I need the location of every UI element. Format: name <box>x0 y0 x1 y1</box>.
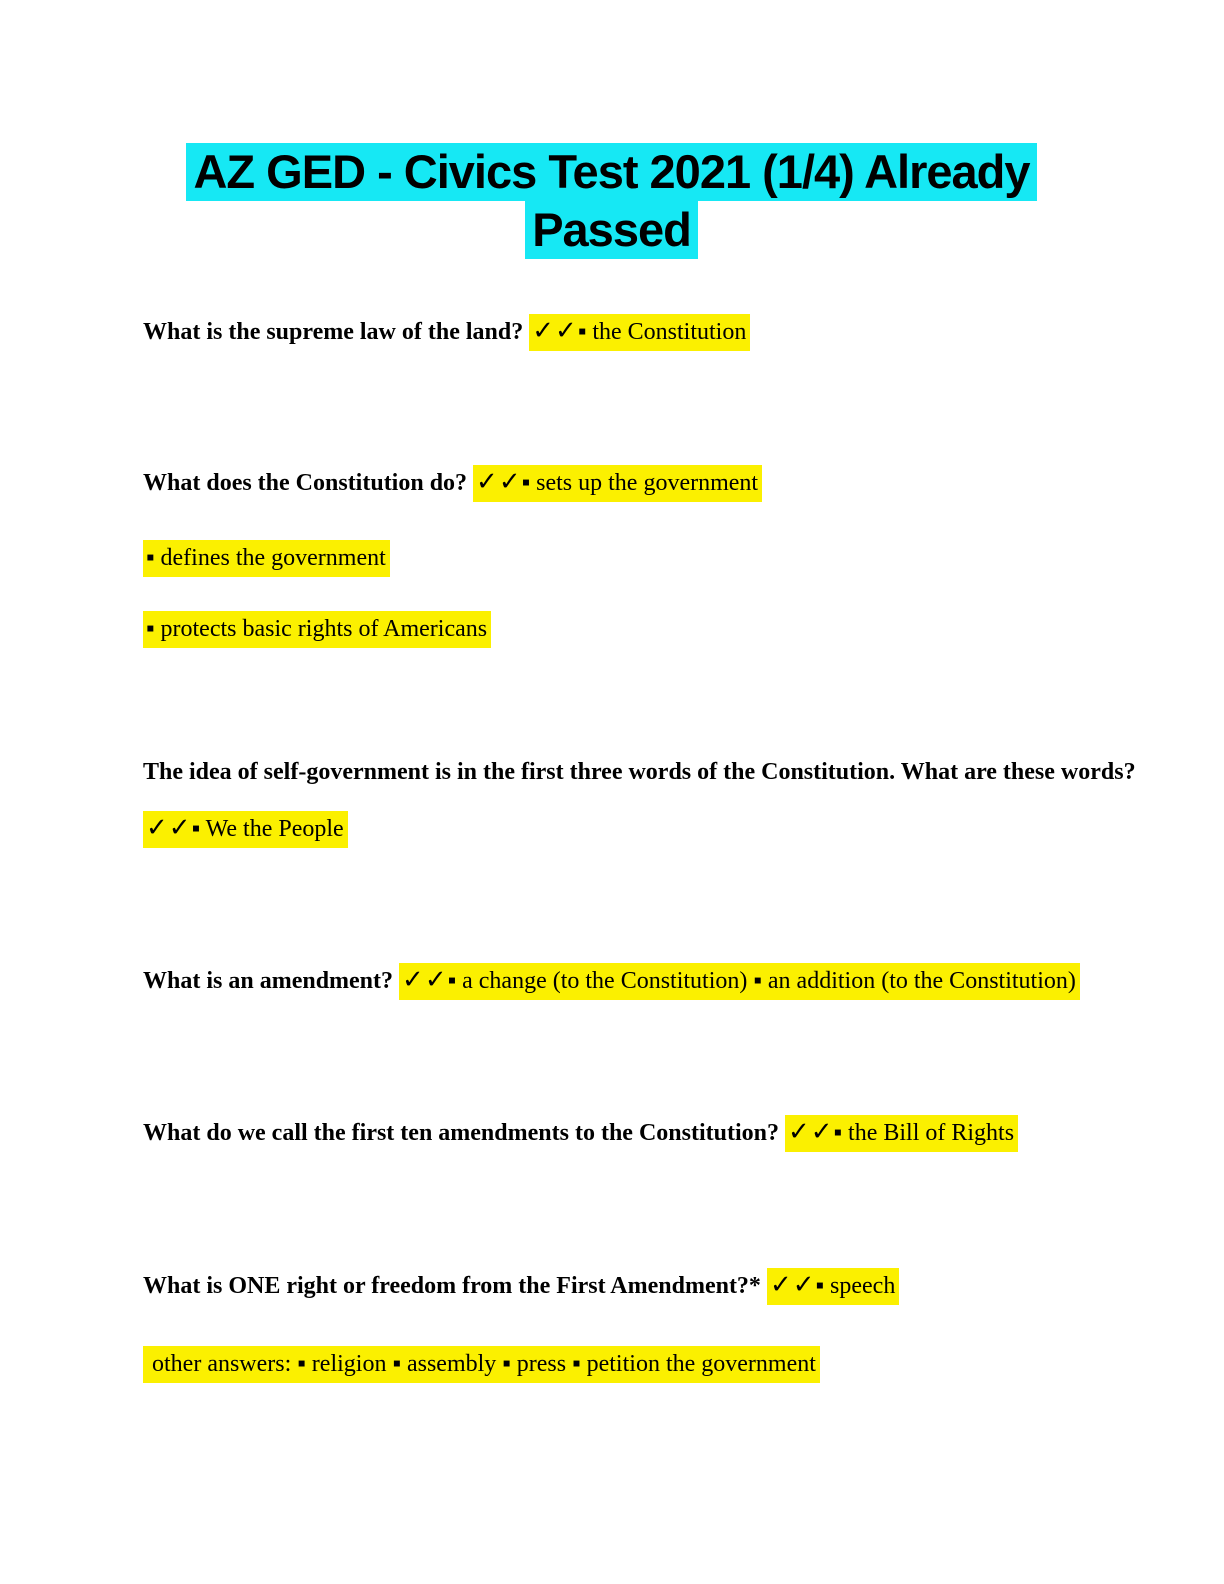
answer-text: other answers: ▪ religion ▪ assembly ▪ p… <box>146 1351 816 1377</box>
answer-extra-line: other answers: ▪ religion ▪ assembly ▪ p… <box>143 1344 1080 1384</box>
title-line-1: AZ GED - Civics Test 2021 (1/4) Already <box>186 143 1037 201</box>
question-text: The idea of self-government is in the fi… <box>143 759 1136 785</box>
answer-text: ▪ We the People <box>191 816 344 842</box>
answer-highlight: ✓✓▪ sets up the government <box>473 465 763 502</box>
answer-text: ▪ protects basic rights of Americans <box>146 616 488 642</box>
answer-highlight: ✓✓▪ We the People <box>143 811 348 848</box>
question-text: What is ONE right or freedom from the Fi… <box>143 1273 767 1299</box>
answer-text: ▪ sets up the government <box>521 470 759 496</box>
answer-text: ▪ a change (to the Constitution) ▪ an ad… <box>447 968 1076 994</box>
double-check-icon: ✓✓ <box>787 1117 834 1147</box>
answer-highlight: other answers: ▪ religion ▪ assembly ▪ p… <box>143 1346 820 1383</box>
answer-highlight: ✓✓▪ a change (to the Constitution) ▪ an … <box>399 963 1080 1000</box>
qa-block-5: What do we call the first ten amendments… <box>143 1112 1080 1153</box>
answer-highlight: ✓✓▪ the Constitution <box>529 314 751 351</box>
question-text: What do we call the first ten amendments… <box>143 1120 785 1146</box>
answer-text: ▪ defines the government <box>146 545 386 571</box>
qa-block-1: What is the supreme law of the land? ✓✓▪… <box>143 311 1080 352</box>
double-check-icon: ✓✓ <box>769 1270 816 1300</box>
answer-highlight: ✓✓▪ speech <box>766 1268 900 1305</box>
answer-highlight: ▪ defines the government <box>143 540 390 577</box>
answer-extra-line: ▪ protects basic rights of Americans <box>143 609 1080 649</box>
answer-highlight: ✓✓▪ the Bill of Rights <box>784 1115 1019 1152</box>
answer-text: ▪ the Constitution <box>577 319 747 345</box>
double-check-icon: ✓✓ <box>402 965 448 995</box>
qa-block-3-answer: ✓✓▪ We the People <box>143 808 1080 849</box>
double-check-icon: ✓✓ <box>146 813 192 843</box>
title-line-2: Passed <box>525 201 698 259</box>
qa-block-3-question: The idea of self-government is in the fi… <box>143 752 1136 792</box>
answer-text: ▪ the Bill of Rights <box>833 1120 1015 1146</box>
question-text: What is the supreme law of the land? <box>143 319 530 345</box>
question-text: What is an amendment? <box>143 968 400 994</box>
qa-block-6: What is ONE right or freedom from the Fi… <box>143 1265 1080 1306</box>
answer-highlight: ▪ protects basic rights of Americans <box>143 611 492 648</box>
qa-block-4: What is an amendment? ✓✓▪ a change (to t… <box>143 960 1080 1001</box>
answer-text: ▪ speech <box>815 1273 896 1299</box>
double-check-icon: ✓✓ <box>532 316 578 346</box>
answer-extra-line: ▪ defines the government <box>143 538 1080 578</box>
qa-block-2: What does the Constitution do? ✓✓▪ sets … <box>143 462 1080 503</box>
double-check-icon: ✓✓ <box>476 467 522 497</box>
question-text: What does the Constitution do? <box>143 470 474 496</box>
